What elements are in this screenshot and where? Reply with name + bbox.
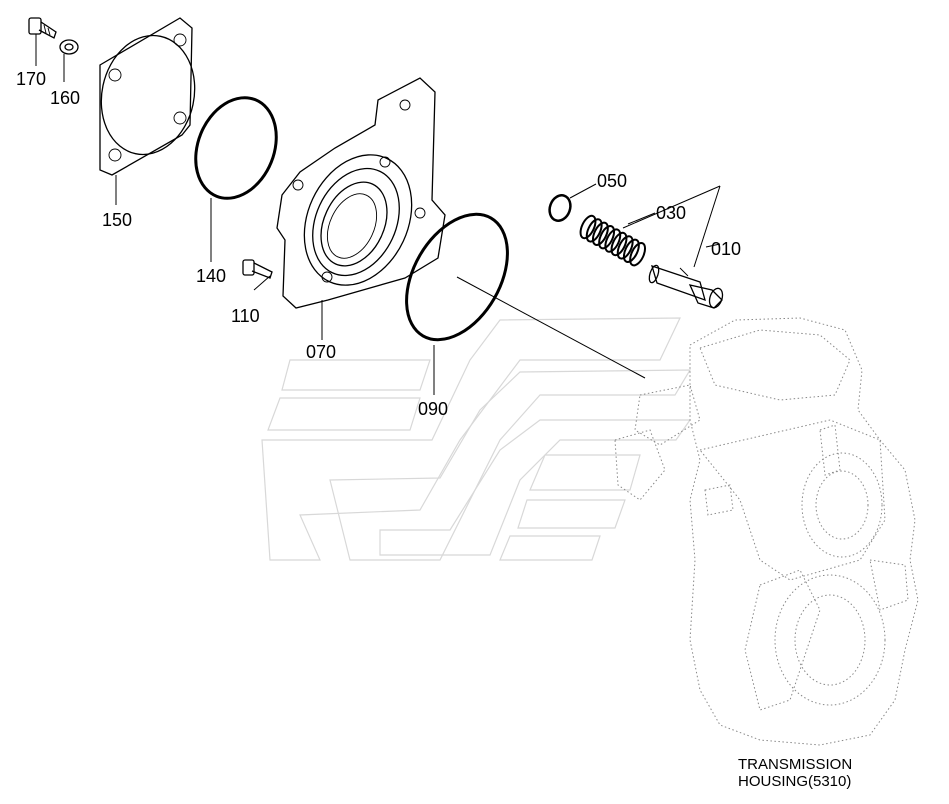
- label-070: 070: [306, 342, 336, 362]
- spring-coil: [629, 242, 647, 267]
- spring-030: [579, 214, 647, 267]
- spring-coil: [579, 214, 597, 240]
- o-ring-090: [405, 212, 509, 342]
- spring-coil: [604, 228, 622, 253]
- spring-coil: [622, 238, 640, 263]
- label-050: 050: [597, 171, 627, 191]
- gasket-150: [99, 17, 196, 176]
- housing-caption: TRANSMISSION HOUSING(5310): [738, 756, 852, 790]
- o-ring-140: [194, 96, 278, 200]
- label-160: 160: [50, 88, 80, 108]
- part-labels: 170 160 150 140 110 070 090 050 030 010: [16, 69, 741, 419]
- label-110: 110: [231, 306, 260, 326]
- spring-coil: [610, 231, 628, 257]
- spring-coil: [591, 221, 609, 246]
- transmission-housing: [614, 317, 919, 746]
- watermark-logo: [261, 317, 692, 561]
- label-010: 010: [711, 239, 741, 259]
- label-150: 150: [102, 210, 132, 230]
- bolt-170: [28, 17, 57, 39]
- cover-070: [276, 77, 446, 309]
- label-170: 170: [16, 69, 46, 89]
- spring-coil: [616, 235, 634, 260]
- label-030: 030: [656, 203, 686, 223]
- caption-line-1: TRANSMISSION: [738, 756, 852, 773]
- spring-coil: [598, 225, 616, 250]
- caption-line-2: HOUSING(5310): [738, 773, 851, 790]
- valve-010: [648, 264, 724, 309]
- label-090: 090: [418, 399, 448, 419]
- bolt-110: [242, 259, 273, 279]
- o-ring-050: [548, 194, 572, 222]
- spring-coil: [585, 218, 603, 243]
- leader-lines: [35, 34, 721, 395]
- label-140: 140: [196, 266, 226, 286]
- washer-160: [59, 39, 79, 55]
